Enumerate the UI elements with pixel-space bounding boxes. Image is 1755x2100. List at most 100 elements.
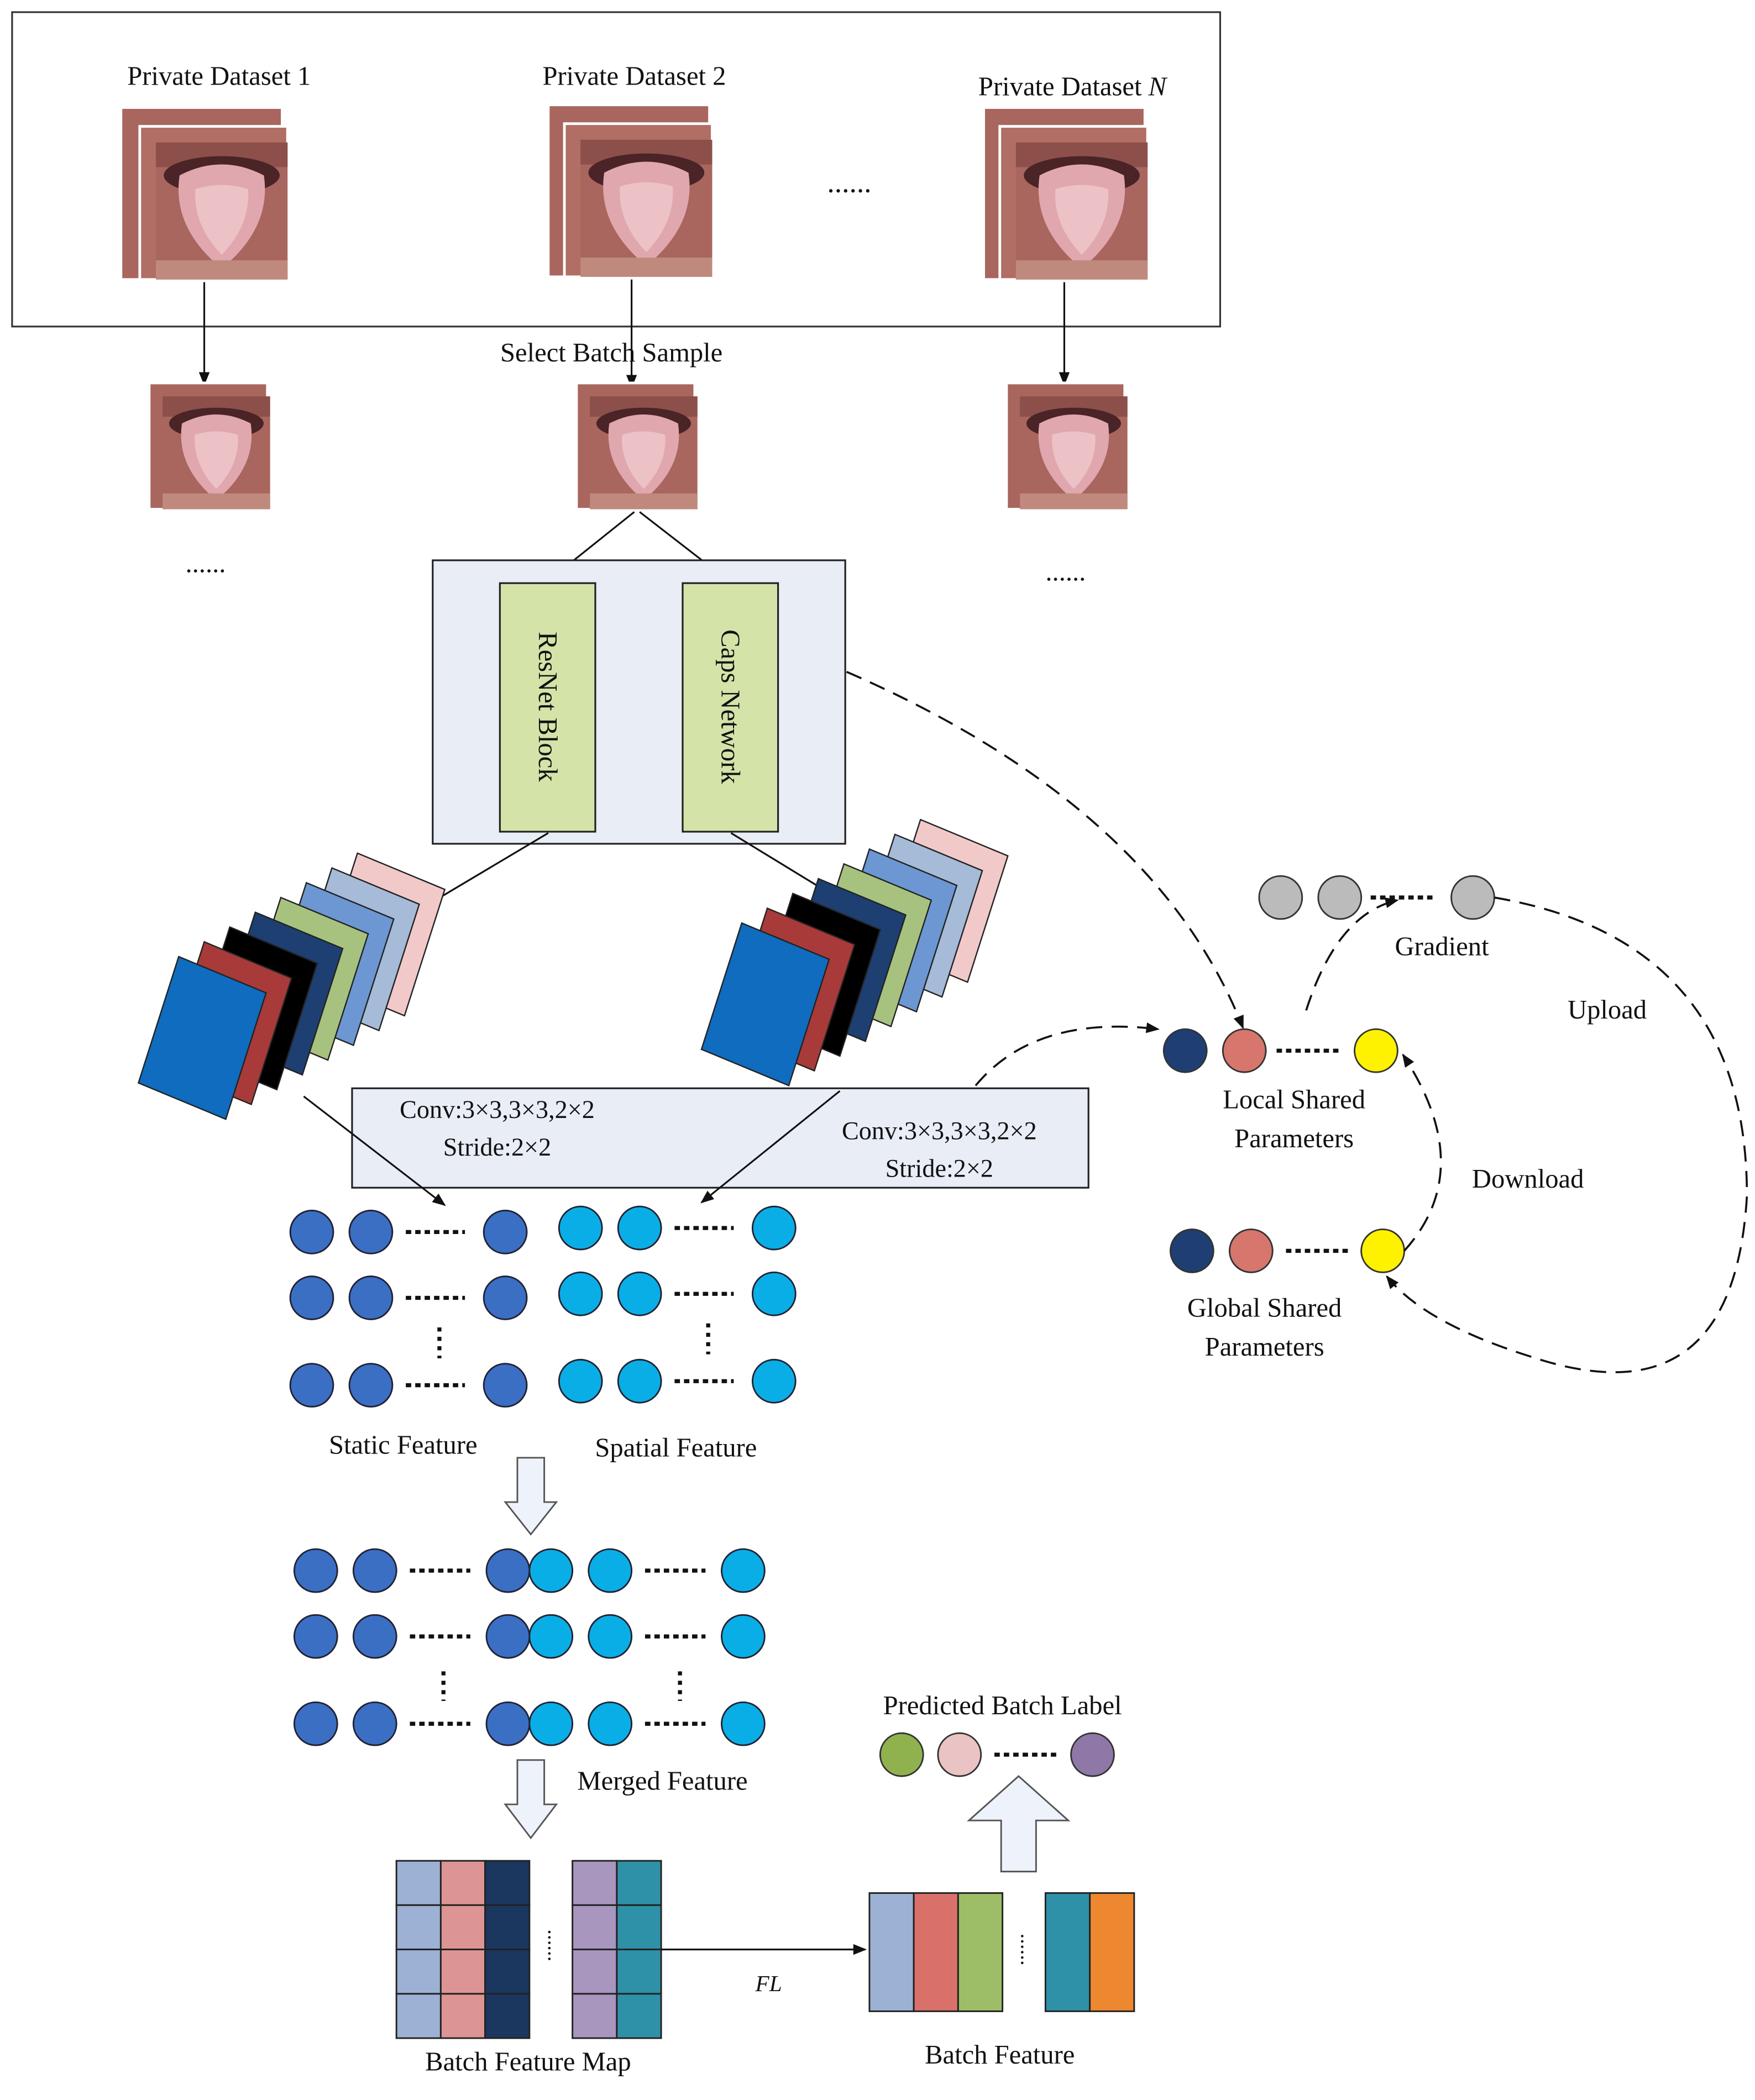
merged-static-node-r1-2	[485, 1614, 531, 1659]
select-batch-label: Select Batch Sample	[500, 338, 722, 368]
spatial-node-r0-b	[617, 1205, 662, 1251]
batch-map-cell-c3-r1	[572, 1904, 618, 1951]
download-label: Download	[1472, 1164, 1584, 1194]
static-feature-label: Static Feature	[329, 1430, 478, 1460]
predicted-label-green-node	[879, 1732, 924, 1777]
spatial-feature-map-stack	[700, 818, 1009, 1087]
gradient-label: Gradient	[1395, 932, 1490, 962]
dashed-download-arrow	[1402, 1053, 1442, 1252]
batch-map-cell-c1-r2	[439, 1949, 486, 1995]
batch-feature-map-label: Batch Feature Map	[425, 2046, 631, 2076]
predicted-label-purple-node	[1070, 1732, 1115, 1777]
batch-map-cell-c2-r1	[484, 1904, 531, 1951]
static-node-r1-a	[289, 1275, 334, 1320]
batch-map-cell-c4-r2	[616, 1949, 662, 1995]
merged-spatial-node-r0-1	[588, 1548, 633, 1593]
dataset-1-label: Private Dataset 1	[127, 61, 311, 91]
dataset-2-tongue-image	[580, 139, 713, 277]
conv-right-line-2: Stride:2×2	[886, 1154, 993, 1183]
static-feature-map-0	[137, 956, 267, 1120]
batch-n-ellipsis: ......	[1045, 556, 1086, 586]
spatial-node-r1-c	[751, 1271, 797, 1316]
global-param-yellow-node	[1360, 1229, 1405, 1273]
network-panel	[432, 559, 846, 845]
merged-spatial-node-r1-1	[588, 1614, 633, 1659]
global-param-red-node	[1228, 1229, 1274, 1273]
batch-map-cell-c1-r1	[439, 1904, 486, 1951]
batch-feature-column-3	[1044, 1892, 1091, 2012]
batch-map-cell-c4-r0	[616, 1860, 662, 1906]
batch-map-cell-c2-r3	[484, 1993, 531, 2039]
batch-feature-column-1	[913, 1892, 959, 2012]
batch-feature-column-0	[868, 1892, 915, 2012]
batch-feature-map	[395, 1860, 662, 2039]
global-param-dark-node	[1170, 1229, 1214, 1273]
spatial-node-r2-c	[751, 1358, 797, 1404]
predicted-label-pink-node	[937, 1732, 982, 1777]
spatial-node-r2-a	[558, 1358, 603, 1404]
static-node-r0-c	[483, 1210, 528, 1254]
static-feature-grid	[289, 1210, 528, 1408]
spatial-feature-grid	[558, 1205, 797, 1404]
static-node-r0-a	[289, 1210, 334, 1254]
static-node-r2-c	[483, 1363, 528, 1408]
merged-spatial-node-r1-0	[528, 1614, 574, 1659]
dataset-1-tongue-image	[156, 142, 288, 280]
batch-map-cell-c1-r3	[439, 1993, 486, 2039]
batch-map-cell-c2-r0	[484, 1860, 531, 1906]
merged-static-node-r0-2	[485, 1548, 531, 1593]
batch-sample-n	[1005, 381, 1128, 511]
batch-map-cell-c3-r2	[572, 1949, 618, 1995]
batch-1-ellipsis: ......	[185, 549, 226, 579]
spatial-feature-label: Spatial Feature	[595, 1432, 757, 1462]
caps-label: Caps Network	[715, 629, 745, 784]
global-shared-label-2: Parameters	[1205, 1332, 1324, 1362]
merged-spatial-node-r2-2	[721, 1701, 766, 1746]
merged-spatial-node-r2-1	[588, 1701, 633, 1746]
local-param-yellow-node	[1354, 1028, 1398, 1073]
down-arrow-batch-map	[504, 1759, 558, 1840]
merged-static-node-r2-2	[485, 1701, 531, 1746]
dashed-conv-to-local	[975, 1022, 1160, 1086]
upload-label: Upload	[1568, 995, 1647, 1025]
batch-feature-label: Batch Feature	[925, 2040, 1075, 2070]
private-datasets-box	[11, 11, 1222, 328]
batch-1-tongue-image	[163, 396, 270, 510]
batch-feature-column-2	[957, 1892, 1004, 2012]
merged-static-node-r0-1	[352, 1548, 397, 1593]
spatial-node-r0-a	[558, 1205, 603, 1251]
merged-spatial-node-r0-0	[528, 1548, 574, 1593]
batch-map-cell-c4-r3	[616, 1993, 662, 2039]
resnet-block	[499, 582, 596, 833]
global-shared-label-1: Global Shared	[1187, 1293, 1342, 1323]
static-node-r1-c	[483, 1275, 528, 1320]
gradient-node-1	[1258, 875, 1303, 920]
dataset-n-italic: N	[1148, 72, 1168, 102]
batch-map-cell-c2-r2	[484, 1949, 531, 1995]
fl-label: FL	[755, 1971, 782, 1996]
merged-static-node-r1-1	[352, 1614, 397, 1659]
batch-sample-2	[575, 381, 698, 511]
caps-network-block	[682, 582, 779, 833]
local-shared-label-2: Parameters	[1234, 1124, 1354, 1153]
conv-right-line-1: Conv:3×3,3×3,2×2	[842, 1117, 1037, 1145]
local-shared-label-1: Local Shared	[1223, 1085, 1365, 1115]
static-feature-map-stack	[137, 852, 446, 1120]
batch-map-cell-c4-r1	[616, 1904, 662, 1951]
batch-map-cell-c0-r0	[395, 1860, 442, 1906]
merged-static-node-r0-0	[293, 1548, 338, 1593]
batch-map-cell-c1-r0	[439, 1860, 486, 1906]
static-node-r1-b	[348, 1275, 394, 1320]
batch-feature-column-4	[1089, 1892, 1135, 2012]
merged-static-node-r2-0	[293, 1701, 338, 1746]
batch-map-cell-c0-r3	[395, 1993, 442, 2039]
dashed-upload-arrow	[1386, 896, 1748, 1373]
static-node-r2-b	[348, 1363, 394, 1408]
spatial-node-r1-b	[617, 1271, 662, 1316]
dataset-n-image-stack	[982, 106, 1149, 281]
datasets-ellipsis: ......	[827, 166, 871, 199]
dataset-n-prefix: Private Dataset	[978, 72, 1149, 102]
local-param-red-node	[1222, 1028, 1267, 1073]
arrow-maps-to-spatial	[700, 1090, 841, 1204]
